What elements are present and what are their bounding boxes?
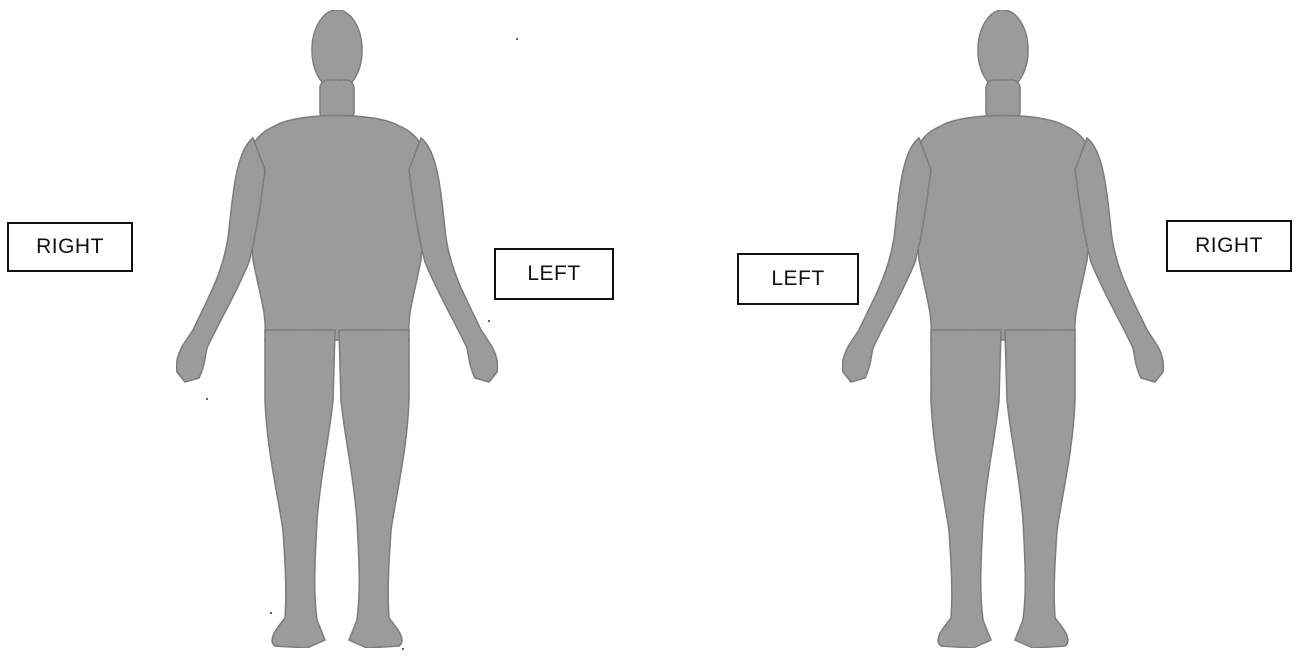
scan-speck	[402, 648, 404, 650]
back-figure-right-label: RIGHT	[1166, 220, 1292, 272]
front-figure-right-label: RIGHT	[7, 222, 133, 272]
front-figure-left-label: LEFT	[494, 248, 614, 300]
scan-speck	[516, 38, 518, 40]
scan-speck	[206, 398, 208, 400]
scan-speck	[270, 612, 272, 614]
human-body-front-icon	[157, 0, 517, 660]
human-body-back-icon	[823, 0, 1183, 660]
scan-speck	[488, 320, 490, 322]
